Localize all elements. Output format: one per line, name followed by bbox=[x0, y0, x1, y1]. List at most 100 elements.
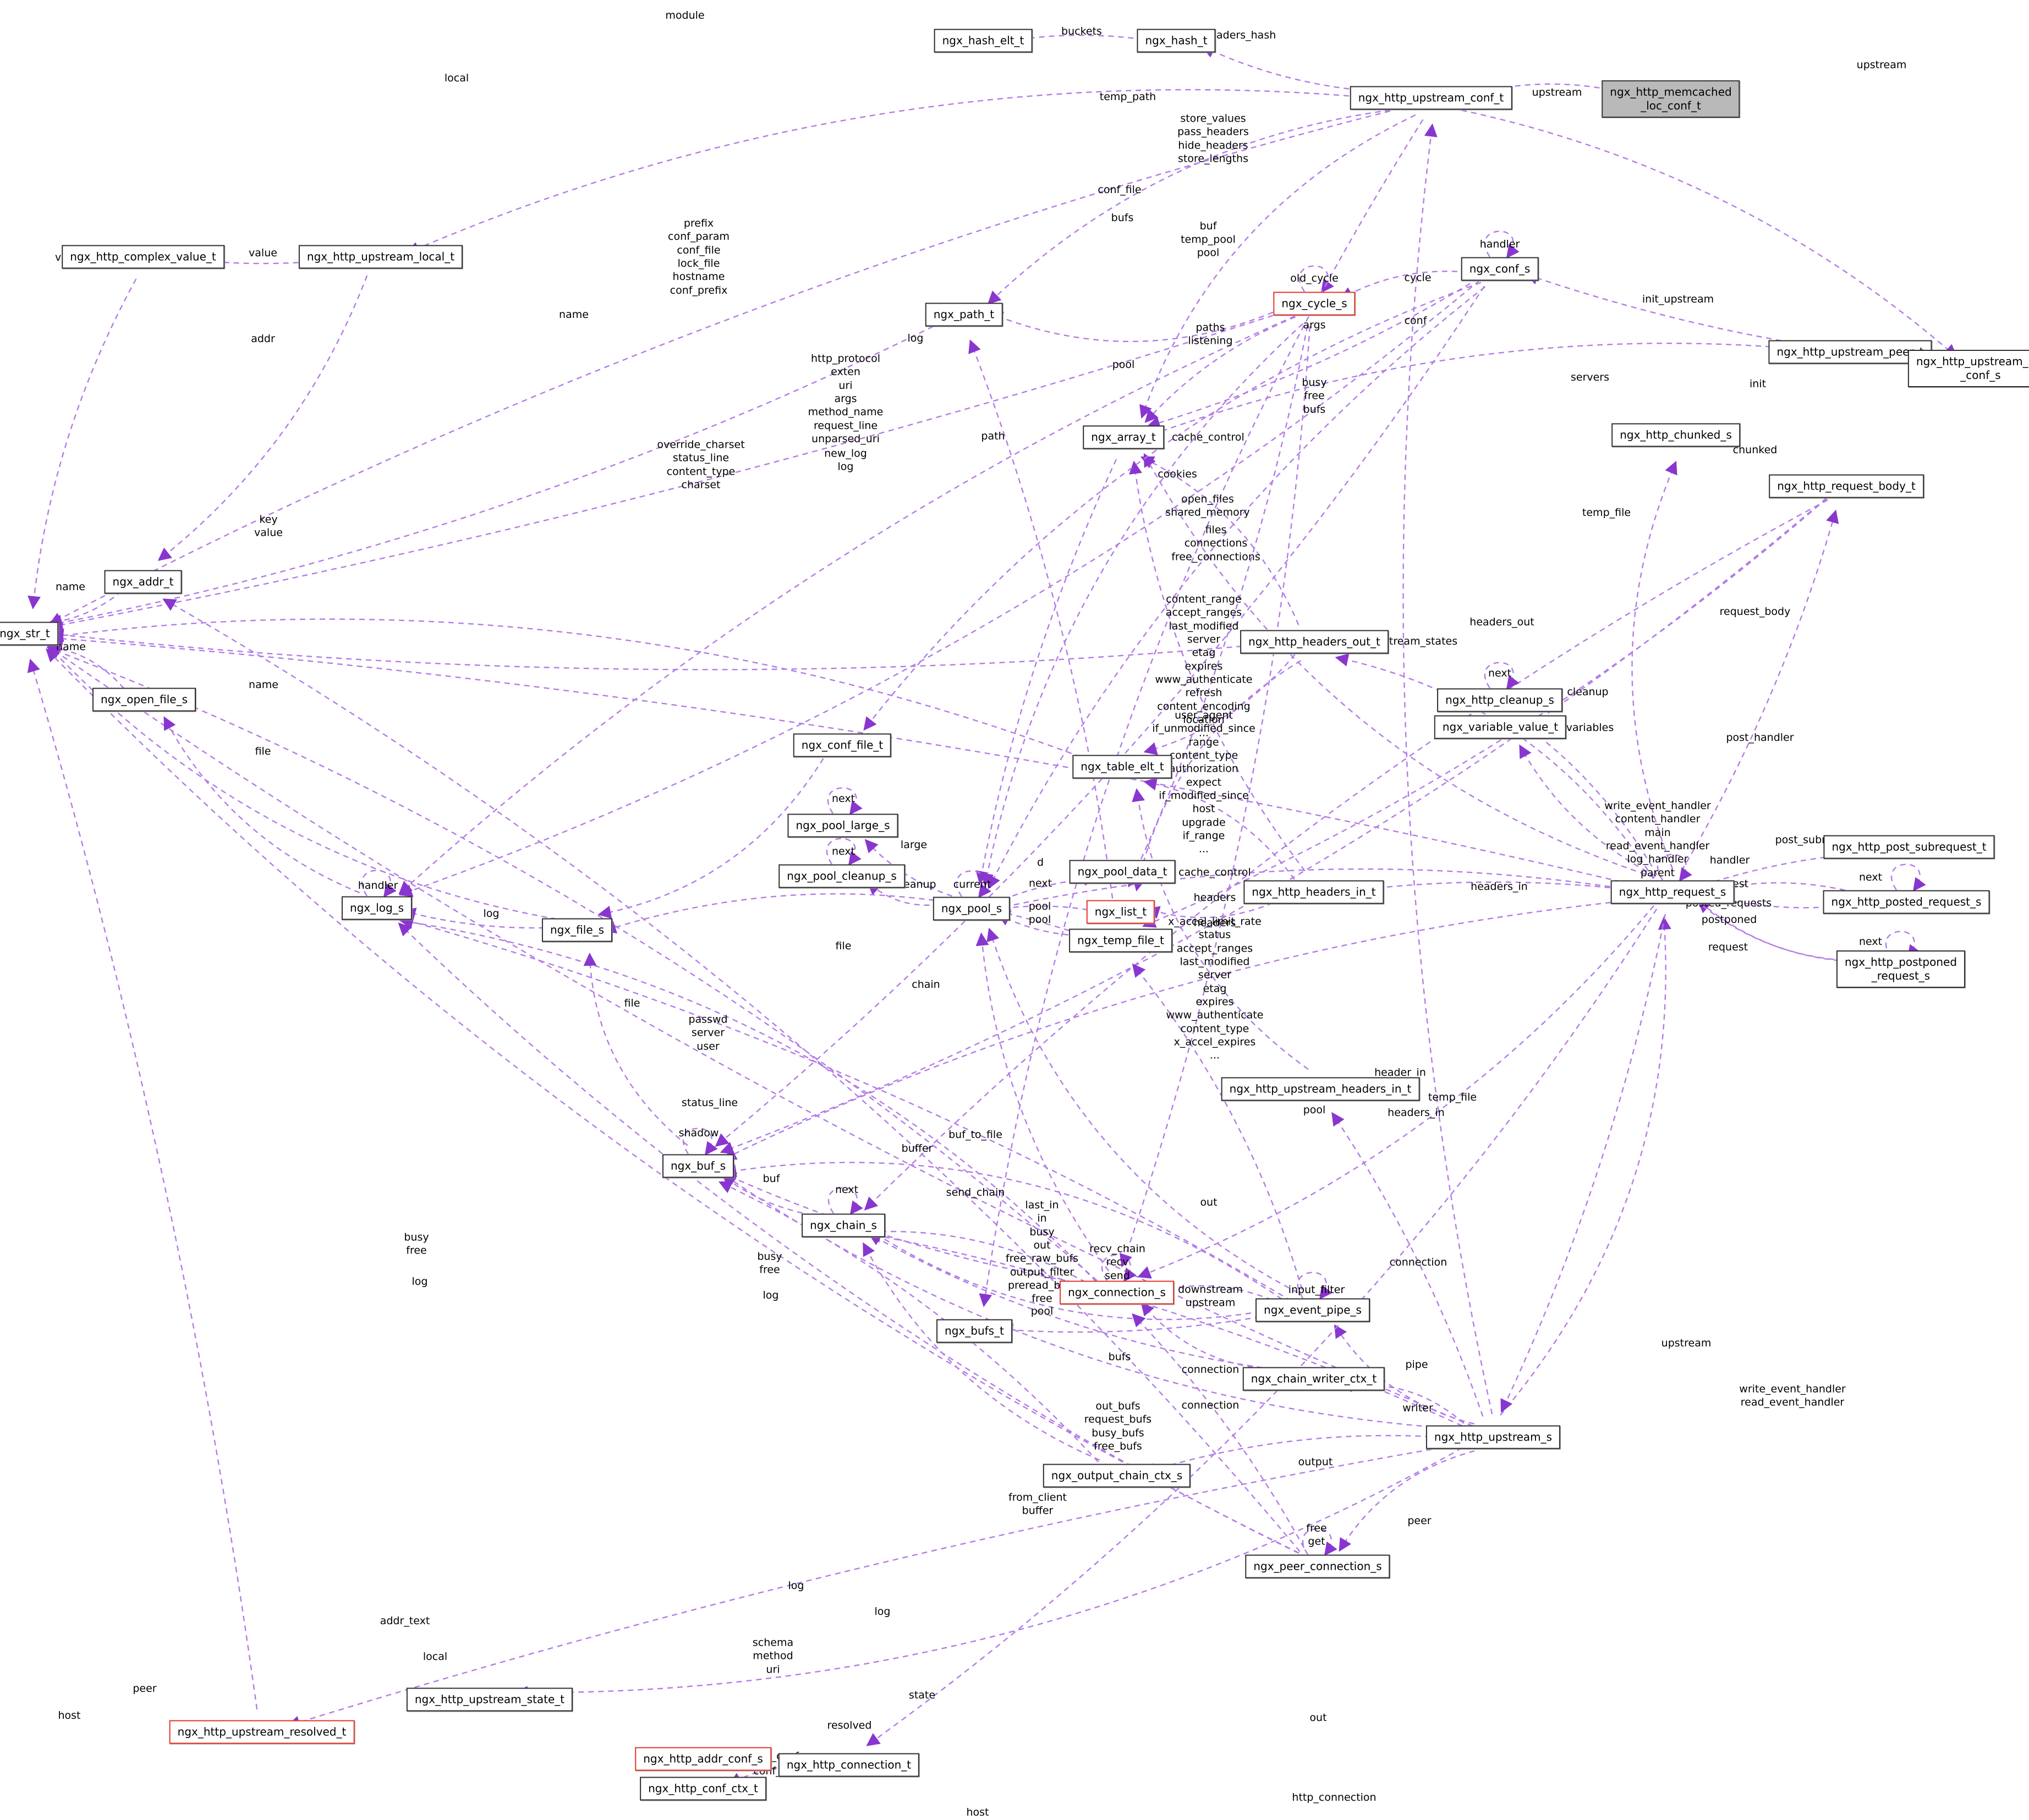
node-ngx_conf_file_t[interactable]: ngx_conf_file_t bbox=[793, 733, 892, 757]
edge-ngx_event_pipe_s-to-ngx_buf_s bbox=[723, 1162, 1291, 1306]
edge-ngx_hash_t-to-ngx_hash_elt_t bbox=[1008, 32, 1154, 46]
edge-ngx_connection_s-to-ngx_pool_s bbox=[975, 932, 1110, 1272]
node-ngx_http_upstream_headers_in_t[interactable]: ngx_http_upstream_headers_in_t bbox=[1221, 1077, 1420, 1101]
node-ngx_http_post_subrequest_t[interactable]: ngx_http_post_subrequest_t bbox=[1823, 835, 1995, 859]
node-ngx_pool_large_s[interactable]: ngx_pool_large_s bbox=[787, 813, 898, 838]
edge-ngx_conf_s-to-ngx_conf_s bbox=[1484, 230, 1520, 259]
node-ngx_file_s[interactable]: ngx_file_s bbox=[541, 918, 613, 942]
node-ngx_log_s[interactable]: ngx_log_s bbox=[341, 896, 413, 920]
edge-ngx_connection_s-to-ngx_log_s bbox=[399, 916, 1097, 1283]
node-ngx_list_t[interactable]: ngx_list_t bbox=[1086, 900, 1155, 924]
node-ngx_http_conf_ctx_t[interactable]: ngx_http_conf_ctx_t bbox=[640, 1777, 766, 1801]
node-ngx_conf_s[interactable]: ngx_conf_s bbox=[1461, 257, 1539, 281]
edge-ngx_http_request_s-to-ngx_connection_s bbox=[1137, 905, 1654, 1279]
node-ngx_http_postponed_request_s[interactable]: ngx_http_postponed _request_s bbox=[1836, 950, 1966, 988]
edge-ngx_http_upstream_s-to-ngx_peer_connection_s bbox=[1339, 1450, 1475, 1552]
edge-ngx_temp_file_t-to-ngx_file_s bbox=[602, 893, 1098, 941]
node-ngx_output_chain_ctx_s[interactable]: ngx_output_chain_ctx_s bbox=[1043, 1464, 1191, 1488]
edge-ngx_connection_s-to-ngx_chain_s bbox=[868, 1224, 1095, 1288]
edge-ngx_http_upstream_s-to-ngx_str_t bbox=[47, 645, 1473, 1427]
node-ngx_http_upstream_s[interactable]: ngx_http_upstream_s bbox=[1425, 1425, 1561, 1449]
edge-ngx_cycle_s-to-ngx_pool_s bbox=[980, 323, 1304, 887]
edge-ngx_cycle_s-to-ngx_log_s bbox=[398, 315, 1296, 895]
node-ngx_path_t[interactable]: ngx_path_t bbox=[925, 303, 1003, 327]
edge-ngx_http_upstream_s-to-ngx_event_pipe_s bbox=[1334, 1324, 1474, 1425]
node-ngx_event_pipe_s[interactable]: ngx_event_pipe_s bbox=[1255, 1298, 1370, 1322]
node-ngx_buf_s[interactable]: ngx_buf_s bbox=[662, 1154, 734, 1178]
edge-ngx_http_request_s-to-ngx_pool_s bbox=[997, 868, 1650, 912]
node-ngx_peer_connection_s[interactable]: ngx_peer_connection_s bbox=[1245, 1554, 1390, 1579]
edge-ngx_http_upstream_s-to-ngx_http_upstream_headers_in_t bbox=[1331, 1112, 1484, 1417]
edge-ngx_http_headers_in_t-to-ngx_table_elt_t bbox=[1143, 777, 1295, 880]
edge-ngx_http_upstream_resolved_t-to-ngx_str_t bbox=[27, 658, 258, 1710]
edge-ngx_http_posted_request_s-to-ngx_http_posted_request_s bbox=[1890, 864, 1926, 892]
node-ngx_pool_s[interactable]: ngx_pool_s bbox=[933, 897, 1011, 921]
node-ngx_http_upstream_conf_t[interactable]: ngx_http_upstream_conf_t bbox=[1350, 86, 1512, 110]
edge-ngx_event_pipe_s-to-ngx_event_pipe_s bbox=[1297, 1272, 1332, 1300]
node-ngx_chain_s[interactable]: ngx_chain_s bbox=[802, 1213, 885, 1238]
node-ngx_http_request_body_t[interactable]: ngx_http_request_body_t bbox=[1769, 474, 1924, 498]
edge-ngx_http_request_s-to-ngx_http_request_body_t bbox=[1681, 509, 1839, 872]
node-ngx_http_memcached_loc_conf_t[interactable]: ngx_http_memcached _loc_conf_t bbox=[1602, 80, 1740, 118]
node-ngx_http_upstream_local_t[interactable]: ngx_http_upstream_local_t bbox=[298, 245, 463, 269]
edge-ngx_event_pipe_s-to-ngx_pool_s bbox=[986, 927, 1298, 1294]
edge-ngx_http_request_s-to-ngx_http_request_s bbox=[1657, 854, 1692, 882]
node-ngx_http_request_s[interactable]: ngx_http_request_s bbox=[1610, 880, 1735, 904]
edge-ngx_http_request_body_t-to-ngx_chain_s bbox=[864, 499, 1828, 1211]
node-ngx_http_upstream_peer_t[interactable]: ngx_http_upstream_peer_t bbox=[1768, 340, 1932, 364]
edge-ngx_http_request_s-to-ngx_http_chunked_s bbox=[1631, 460, 1677, 870]
node-ngx_table_elt_t[interactable]: ngx_table_elt_t bbox=[1072, 755, 1172, 779]
node-ngx_http_cleanup_s[interactable]: ngx_http_cleanup_s bbox=[1437, 688, 1562, 712]
node-ngx_cycle_s[interactable]: ngx_cycle_s bbox=[1273, 292, 1356, 316]
edge-ngx_conf_s-to-ngx_conf_file_t bbox=[863, 282, 1482, 731]
edge-ngx_http_upstream_local_t-to-ngx_addr_t bbox=[157, 275, 368, 561]
edge-ngx_chain_s-to-ngx_buf_s bbox=[722, 1175, 822, 1218]
node-ngx_str_t[interactable]: ngx_str_t bbox=[0, 622, 58, 646]
edge-ngx_http_request_s-to-ngx_http_upstream_s bbox=[1500, 914, 1666, 1413]
edge-ngx_connection_s-to-ngx_str_t bbox=[46, 645, 1098, 1282]
node-ngx_hash_t[interactable]: ngx_hash_t bbox=[1137, 29, 1216, 53]
edge-ngx_chain_s-to-ngx_chain_s bbox=[827, 1187, 863, 1215]
node-ngx_pool_cleanup_s[interactable]: ngx_pool_cleanup_s bbox=[778, 864, 905, 888]
node-ngx_http_posted_request_s[interactable]: ngx_http_posted_request_s bbox=[1823, 890, 1990, 914]
edge-ngx_pool_s-to-ngx_pool_s bbox=[956, 870, 991, 898]
edge-ngx_peer_connection_s-to-ngx_peer_connection_s bbox=[1302, 1528, 1337, 1556]
node-ngx_http_upstream_srv_conf_s[interactable]: ngx_http_upstream_srv _conf_s bbox=[1907, 350, 2029, 387]
node-ngx_http_chunked_s[interactable]: ngx_http_chunked_s bbox=[1611, 423, 1740, 447]
node-ngx_array_t[interactable]: ngx_array_t bbox=[1083, 425, 1164, 449]
edge-ngx_conf_s-to-ngx_array_t bbox=[1147, 278, 1479, 430]
node-ngx_variable_value_t[interactable]: ngx_variable_value_t bbox=[1434, 715, 1567, 739]
edge-ngx_list_t-to-ngx_pool_s bbox=[997, 901, 1098, 914]
node-ngx_pool_data_t[interactable]: ngx_pool_data_t bbox=[1069, 860, 1176, 884]
node-ngx_open_file_s[interactable]: ngx_open_file_s bbox=[92, 688, 196, 712]
edge-ngx_table_elt_t-to-ngx_str_t bbox=[50, 618, 1100, 765]
node-ngx_http_headers_out_t[interactable]: ngx_http_headers_out_t bbox=[1240, 630, 1389, 654]
edge-ngx_http_request_body_t-to-ngx_temp_file_t bbox=[1142, 498, 1828, 928]
node-ngx_connection_s[interactable]: ngx_connection_s bbox=[1060, 1280, 1174, 1305]
edge-ngx_http_upstream_s-to-ngx_http_request_s bbox=[1500, 916, 1671, 1416]
edge-ngx_conf_s-to-ngx_buf_s bbox=[715, 285, 1485, 1147]
edge-ngx_http_upstream_s-to-ngx_buf_s bbox=[722, 1174, 1472, 1431]
edge-ngx_http_cleanup_s-to-ngx_http_cleanup_s bbox=[1484, 662, 1520, 690]
edge-ngx_http_request_s-to-ngx_variable_value_t bbox=[1519, 744, 1657, 877]
edge-ngx_cycle_s-to-ngx_array_t bbox=[1144, 316, 1296, 423]
node-ngx_addr_t[interactable]: ngx_addr_t bbox=[104, 570, 182, 594]
edge-ngx_peer_connection_s-to-ngx_str_t bbox=[45, 648, 1299, 1554]
node-ngx_bufs_t[interactable]: ngx_bufs_t bbox=[936, 1319, 1012, 1343]
node-ngx_http_connection_t[interactable]: ngx_http_connection_t bbox=[778, 1753, 920, 1777]
edge-ngx_open_file_s-to-ngx_str_t bbox=[47, 641, 125, 689]
node-ngx_http_complex_value_t[interactable]: ngx_http_complex_value_t bbox=[62, 245, 224, 269]
node-ngx_hash_elt_t[interactable]: ngx_hash_elt_t bbox=[934, 29, 1033, 53]
edge-ngx_http_upstream_headers_in_t-to-ngx_table_elt_t bbox=[1132, 788, 1309, 1070]
node-ngx_http_upstream_state_t[interactable]: ngx_http_upstream_state_t bbox=[406, 1687, 573, 1712]
node-ngx_http_headers_in_t[interactable]: ngx_http_headers_in_t bbox=[1243, 880, 1384, 904]
edge-ngx_event_pipe_s-to-ngx_chain_s bbox=[869, 1229, 1290, 1321]
edge-ngx_http_request_s-to-ngx_array_t bbox=[1143, 453, 1655, 878]
edge-ngx_cycle_s-to-ngx_connection_s bbox=[1120, 326, 1310, 1268]
node-ngx_http_addr_conf_s[interactable]: ngx_http_addr_conf_s bbox=[635, 1747, 771, 1771]
node-ngx_temp_file_t[interactable]: ngx_temp_file_t bbox=[1069, 928, 1172, 953]
node-ngx_http_upstream_resolved_t[interactable]: ngx_http_upstream_resolved_t bbox=[169, 1720, 355, 1744]
node-ngx_chain_writer_ctx_t[interactable]: ngx_chain_writer_ctx_t bbox=[1242, 1367, 1385, 1391]
